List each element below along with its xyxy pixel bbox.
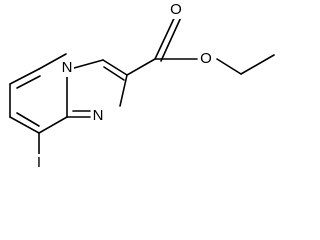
o-carbonyl-label: O <box>170 1 182 18</box>
o-carbonyl-label-background <box>169 1 184 19</box>
o-ester-label: O <box>200 50 212 67</box>
bond-n4-c3 <box>73 59 104 69</box>
n-ring-label: N <box>93 107 104 124</box>
bond-c7-c8-inner <box>16 112 40 127</box>
n-bridge-label: N <box>62 59 73 76</box>
bond-carbonyl-o <box>154 11 178 60</box>
iodine-label: I <box>37 154 41 171</box>
bond-c3-c2 <box>102 59 128 76</box>
n-bridge-label-background <box>61 59 74 77</box>
bond-c5-n4 <box>38 53 67 70</box>
o-ester-label-background <box>198 50 214 68</box>
n-ring-label-background <box>91 107 105 125</box>
bond-c5-c6-inner <box>16 75 41 89</box>
bond-ch2-ch3 <box>240 54 275 75</box>
bond-ester-o-ch2 <box>216 58 242 75</box>
iodine-label-background <box>33 154 45 172</box>
bonds <box>9 11 275 155</box>
chemical-structure-diagram: N N O O I <box>9 1 275 172</box>
bond-carbonyl-o-inner <box>160 14 183 62</box>
bond-c8-c8a <box>38 116 68 134</box>
atom-labels: N N O O I <box>33 1 214 172</box>
bond-c7-c8 <box>9 116 40 134</box>
bond-c2-carbonyl <box>126 58 156 76</box>
bond-c2-n1 <box>119 74 128 107</box>
bond-c3-c2-inner <box>103 66 125 81</box>
bond-c5-c6 <box>9 68 40 85</box>
